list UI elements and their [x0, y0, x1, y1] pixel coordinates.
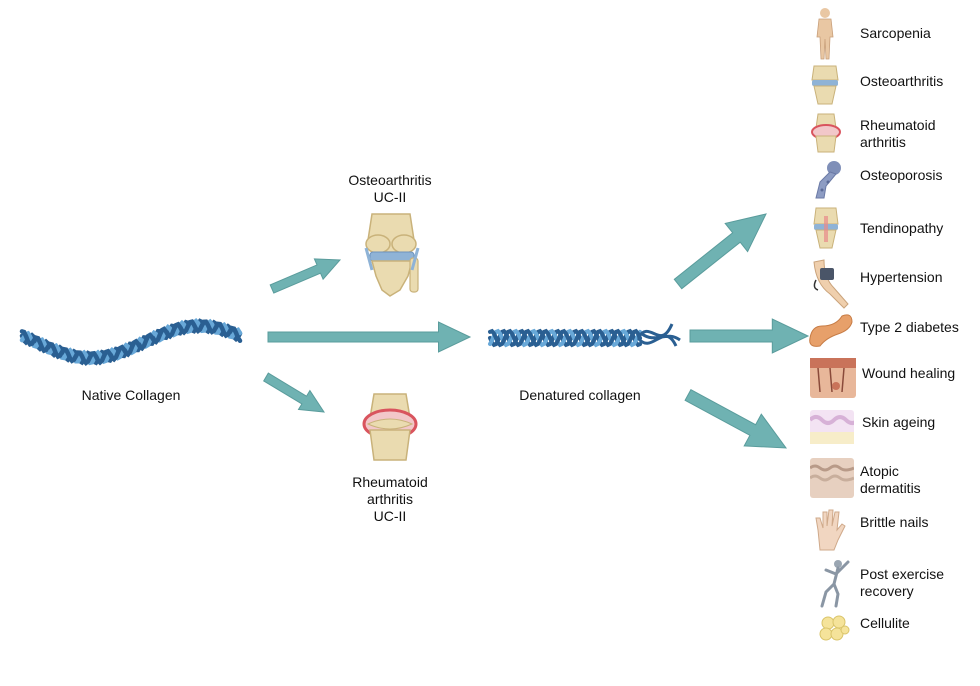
rheumatoid-uc2-label: Rheumatoid arthritis UC-II: [325, 474, 455, 525]
condition-label-skin-ageing: Skin ageing: [862, 414, 935, 431]
arrow-to-osteoarthritis: [269, 258, 342, 294]
knee-joint-icon: [811, 65, 839, 105]
skin-dermatitis-icon: [810, 458, 854, 498]
condition-line: Skin ageing: [862, 414, 936, 430]
unwound-strand-ends: [636, 323, 681, 347]
condition-line: dermatitis: [860, 480, 921, 496]
knee-joint-illustration: [364, 213, 420, 297]
condition-label-cellulite: Cellulite: [860, 615, 910, 632]
condition-line: Post exercise: [860, 566, 945, 582]
condition-line: Hypertension: [860, 269, 943, 285]
condition-line: Type 2 diabetes: [860, 319, 959, 335]
condition-label-wound-healing: Wound healing: [862, 365, 955, 382]
condition-line: Atopic: [860, 463, 899, 479]
condition-label-osteoporosis: Osteoporosis: [860, 167, 942, 184]
inflamed-joint-illustration: [362, 393, 418, 461]
condition-line: Osteoporosis: [860, 167, 943, 183]
condition-line: Brittle nails: [860, 514, 929, 530]
native-collagen-helix: [19, 318, 243, 367]
condition-line: Tendinopathy: [860, 220, 944, 236]
native-collagen-label: Native Collagen: [81, 387, 181, 403]
pancreas-icon: [809, 314, 853, 347]
condition-label-hypertension: Hypertension: [860, 269, 943, 286]
osteoarthritis-uc2-line1: Osteoarthritis: [348, 172, 432, 188]
skin-layer-icon: [810, 410, 854, 444]
arrow-to-upper-conditions: [673, 213, 767, 290]
denatured-collagen-label: Denatured collagen: [519, 387, 641, 403]
osteoarthritis-uc2-label: Osteoarthritis UC-II: [325, 172, 455, 206]
rheumatoid-uc2-line1: Rheumatoid: [352, 474, 428, 490]
arrow-to-lower-conditions: [684, 389, 788, 449]
inflamed-joint-icon: [811, 113, 841, 153]
tendon-knee-icon: [813, 207, 839, 249]
condition-label-atopic-dermatitis: Atopic dermatitis: [860, 463, 921, 497]
condition-line: Wound healing: [862, 365, 956, 381]
condition-line: Rheumatoid: [860, 117, 936, 133]
human-body-icon: [816, 8, 834, 60]
condition-label-osteoarthritis: Osteoarthritis: [860, 73, 943, 90]
skin-wound-icon: [810, 358, 856, 398]
arrow-to-rheumatoid: [263, 372, 325, 413]
condition-label-sarcopenia: Sarcopenia: [860, 25, 931, 42]
condition-label-post-exercise-recovery: Post exercise recovery: [860, 566, 944, 600]
denatured-collagen-helix: [488, 323, 681, 348]
blood-pressure-cuff-icon: [813, 259, 849, 309]
osteoarthritis-uc2-line2: UC-II: [373, 189, 407, 205]
hand-icon: [815, 509, 846, 551]
condition-label-type-2-diabetes: Type 2 diabetes: [860, 319, 959, 336]
condition-label-rheumatoid-arthritis: Rheumatoid arthritis: [860, 117, 936, 151]
fat-cells-icon: [819, 615, 850, 641]
condition-label-tendinopathy: Tendinopathy: [860, 220, 943, 237]
condition-line: Cellulite: [860, 615, 910, 631]
rheumatoid-uc2-line3: UC-II: [373, 508, 407, 524]
condition-label-brittle-nails: Brittle nails: [860, 514, 928, 531]
stretching-person-icon: [820, 560, 850, 608]
arrows: [263, 213, 810, 449]
condition-line: Osteoarthritis: [860, 73, 944, 89]
arrow-to-middle-conditions: [689, 318, 810, 354]
femur-bone-icon: [815, 161, 841, 199]
rheumatoid-uc2-line2: arthritis: [367, 491, 413, 507]
arrow-to-denatured: [267, 321, 472, 353]
condition-line: arthritis: [860, 134, 906, 150]
condition-line: Sarcopenia: [860, 25, 931, 41]
condition-line: recovery: [860, 583, 914, 599]
